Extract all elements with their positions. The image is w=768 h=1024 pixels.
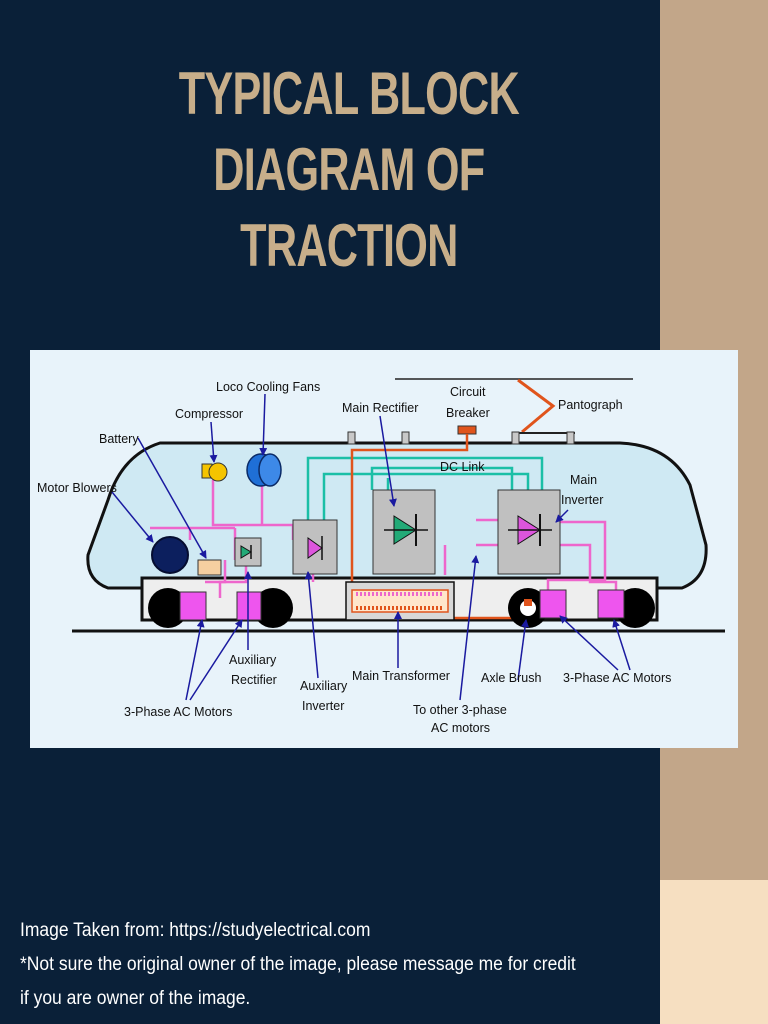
credit-note: *Not sure the original owner of the imag… xyxy=(20,954,576,975)
label-three-phase-ac-motors-left: 3-Phase AC Motors xyxy=(124,705,232,719)
label-dc-link: DC Link xyxy=(440,460,485,474)
ac-motor-shape xyxy=(597,589,625,619)
label-auxiliary-rectifier-2: Rectifier xyxy=(231,673,277,687)
label-to-other-2: AC motors xyxy=(431,721,490,735)
wheel xyxy=(253,588,293,628)
circuit-breaker-shape xyxy=(457,425,477,435)
label-battery: Battery xyxy=(99,432,139,446)
label-auxiliary-rectifier-1: Auxiliary xyxy=(229,653,277,667)
label-main-inverter-2: Inverter xyxy=(561,493,603,507)
ac-motor-shape xyxy=(179,591,207,621)
compressor-icon xyxy=(201,462,228,482)
label-main-rectifier: Main Rectifier xyxy=(342,401,418,415)
label-auxiliary-inverter-1: Auxiliary xyxy=(300,679,348,693)
roof-insulator xyxy=(566,431,575,445)
diagram-svg: Loco Cooling Fans Compressor Battery Mot… xyxy=(37,378,725,735)
label-main-transformer: Main Transformer xyxy=(352,669,450,683)
label-circuit: Circuit xyxy=(450,385,486,399)
roof-insulator xyxy=(401,431,410,445)
diode-symbol xyxy=(240,545,252,559)
label-axle-brush: Axle Brush xyxy=(481,671,541,685)
inverter-symbol xyxy=(307,537,323,559)
label-auxiliary-inverter-2: Inverter xyxy=(302,699,344,713)
wheel xyxy=(148,588,188,628)
side-panel-cream xyxy=(660,880,768,1024)
motor-blower-icon xyxy=(151,536,189,574)
ac-motor-shape xyxy=(539,589,567,619)
label-pantograph: Pantograph xyxy=(558,398,623,412)
label-breaker: Breaker xyxy=(446,406,490,420)
label-motor-blowers: Motor Blowers xyxy=(37,481,117,495)
credit-note-continued: if you are owner of the image. xyxy=(20,988,251,1009)
pantograph-shape xyxy=(517,378,556,434)
roof-insulator xyxy=(347,431,356,445)
image-credit: Image Taken from: https://studyelectrica… xyxy=(20,914,600,1016)
label-loco-cooling-fans: Loco Cooling Fans xyxy=(216,380,320,394)
battery-icon xyxy=(197,559,222,576)
label-to-other-1: To other 3-phase xyxy=(413,703,507,717)
wheel xyxy=(615,588,655,628)
traction-block-diagram: Loco Cooling Fans Compressor Battery Mot… xyxy=(30,350,738,748)
page-title: Typical Block Diagram of Traction xyxy=(178,60,520,279)
label-main-inverter-1: Main xyxy=(570,473,597,487)
label-three-phase-ac-motors-right: 3-Phase AC Motors xyxy=(563,671,671,685)
credit-source: Image Taken from: https://studyelectrica… xyxy=(20,920,371,941)
leader-arrows xyxy=(111,393,631,701)
roof-insulator xyxy=(511,431,520,445)
cooling-fan-icon xyxy=(246,453,282,487)
label-compressor: Compressor xyxy=(175,407,243,421)
axle-brush-shape xyxy=(524,599,532,606)
ac-motor-shape xyxy=(236,591,262,621)
